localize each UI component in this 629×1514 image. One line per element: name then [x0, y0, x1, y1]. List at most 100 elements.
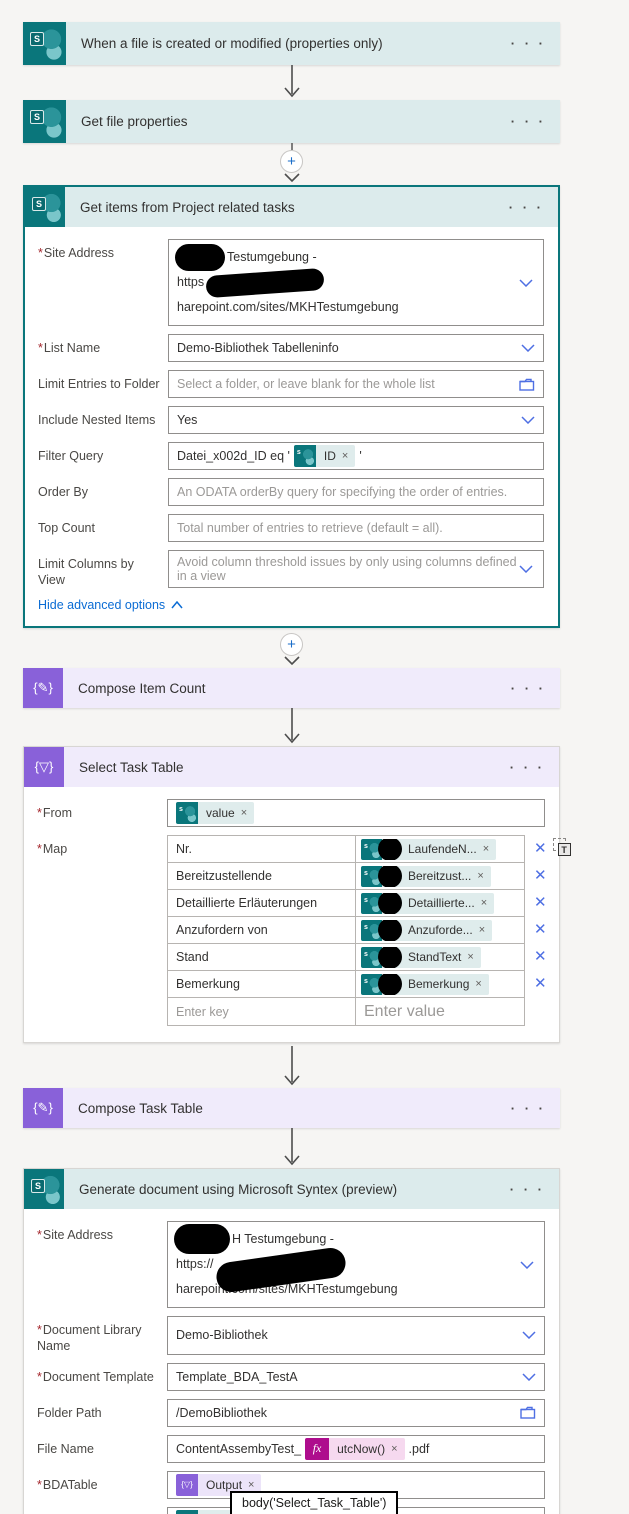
token-remove-button[interactable]: × — [467, 951, 474, 964]
dynamic-content-token-output[interactable]: {▽} Output × — [176, 1473, 262, 1496]
card-title: Compose Task Table — [78, 1100, 203, 1116]
card-menu-button[interactable]: · · · — [508, 199, 544, 215]
chevron-down-icon[interactable] — [521, 344, 535, 352]
map-key-input[interactable]: Bemerkung — [168, 971, 356, 998]
card-generate-header[interactable]: S Generate document using Microsoft Synt… — [24, 1169, 559, 1210]
chevron-down-icon[interactable] — [519, 565, 533, 574]
map-key-input[interactable]: Anzufordern von — [168, 917, 356, 944]
top-count-input[interactable]: Total number of entries to retrieve (def… — [168, 514, 544, 542]
redaction-blob — [205, 267, 325, 298]
dynamic-content-token[interactable]: s Bereitzust... × — [361, 865, 491, 887]
flow-arrow — [283, 1046, 300, 1086]
map-key-input[interactable]: Bereitzustellende — [168, 863, 356, 890]
token-remove-button[interactable]: × — [341, 450, 349, 462]
folder-icon[interactable] — [520, 1406, 536, 1419]
redaction-blob — [378, 919, 402, 941]
dynamic-content-token[interactable]: s Bemerkung × — [361, 973, 489, 995]
insert-step-button[interactable]: + — [280, 633, 303, 657]
card-menu-button[interactable]: · · · — [510, 36, 546, 51]
expression-token-utcnow[interactable]: fx utcNow() × — [305, 1437, 405, 1460]
delete-row-button[interactable]: ✕ — [534, 921, 547, 939]
list-name-dropdown[interactable]: Demo-Bibliothek Tabelleninfo — [168, 334, 544, 362]
delete-row-button[interactable]: ✕ — [534, 867, 547, 885]
delete-row-button[interactable]: ✕ — [534, 948, 547, 966]
redaction-blob — [378, 946, 402, 968]
card-trigger[interactable]: S When a file is created or modified (pr… — [23, 22, 560, 65]
dynamic-content-token[interactable]: s Detaillierte... × — [361, 892, 495, 914]
document-template-dropdown[interactable]: Template_BDA_TestA — [167, 1362, 545, 1391]
field-label-site-address: *Site Address — [38, 246, 115, 260]
delete-row-button[interactable]: ✕ — [534, 840, 547, 858]
order-by-input[interactable]: An ODATA orderBy query for specifying th… — [168, 478, 544, 506]
card-compose-item-count[interactable]: {✎} Compose Item Count · · · — [23, 668, 560, 709]
card-title: When a file is created or modified (prop… — [81, 36, 383, 51]
map-value-input[interactable]: s Bereitzust... × — [356, 863, 524, 889]
limit-columns-dropdown[interactable]: Avoid column threshold issues by only us… — [168, 550, 544, 589]
dynamic-content-token-value[interactable]: s value × — [176, 802, 255, 825]
card-get-file-properties[interactable]: S Get file properties · · · — [23, 100, 560, 143]
delete-row-button[interactable]: ✕ — [534, 894, 547, 912]
hide-advanced-options-link[interactable]: Hide advanced options — [38, 598, 544, 612]
folder-icon[interactable] — [519, 378, 535, 391]
token-remove-button[interactable]: × — [240, 807, 248, 820]
card-menu-button[interactable]: · · · — [509, 1181, 545, 1197]
field-label-folder-path: Folder Path — [37, 1405, 102, 1420]
map-key-input[interactable]: Detaillierte Erläuterungen — [168, 890, 356, 917]
dynamic-content-token[interactable]: s Proje — [176, 1509, 239, 1514]
projektfeld-input[interactable]: s Proje name × body('Select_Task_Table') — [167, 1490, 545, 1514]
map-value-input[interactable]: s Detaillierte... × — [356, 890, 524, 916]
folder-path-input[interactable]: /DemoBibliothek — [167, 1398, 545, 1427]
card-get-items-header[interactable]: S Get items from Project related tasks ·… — [25, 187, 558, 227]
token-remove-button[interactable]: × — [477, 870, 484, 883]
site-address-dropdown[interactable]: Testumgebung - httpsharepoint.com/sites/… — [168, 239, 544, 326]
sharepoint-icon: S — [25, 187, 65, 227]
card-menu-button[interactable]: · · · — [510, 114, 546, 129]
flow-arrow — [283, 1128, 300, 1166]
redaction-blob — [378, 838, 402, 860]
map-value-input[interactable]: s StandText × — [356, 944, 524, 970]
map-key-input-empty[interactable]: Enter key — [168, 998, 356, 1026]
chevron-down-icon[interactable] — [522, 1331, 536, 1340]
delete-row-button[interactable]: ✕ — [534, 975, 547, 993]
switch-to-text-mode-icon[interactable]: T — [552, 838, 571, 857]
filter-query-input[interactable]: Datei_x002d_ID eq ' s ID × ' — [168, 442, 544, 470]
token-remove-button[interactable]: × — [478, 924, 486, 937]
token-remove-button[interactable]: × — [391, 1442, 398, 1455]
card-menu-button[interactable]: · · · — [509, 759, 545, 775]
limit-entries-input[interactable]: Select a folder, or leave blank for the … — [168, 370, 544, 398]
chevron-down-icon[interactable] — [521, 416, 535, 424]
field-label-document-library: *Document Library Name — [37, 1323, 142, 1353]
insert-step-button[interactable]: + — [280, 150, 303, 173]
map-value-input-empty[interactable]: Enter value — [364, 1002, 445, 1020]
map-key-input[interactable]: Stand — [168, 944, 356, 971]
file-name-input[interactable]: ContentAssembyTest_ fx utcNow() × .pdf — [167, 1434, 545, 1463]
card-select-header[interactable]: {▽} Select Task Table · · · — [24, 747, 559, 788]
map-key-input[interactable]: Nr. — [168, 836, 356, 863]
document-library-dropdown[interactable]: Demo-Bibliothek — [167, 1316, 545, 1355]
chevron-down-icon[interactable] — [522, 1372, 536, 1381]
token-remove-button[interactable]: × — [475, 978, 482, 991]
field-label-include-nested: Include Nested Items — [38, 413, 156, 427]
field-label-file-name: File Name — [37, 1441, 94, 1456]
from-input[interactable]: s value × — [167, 799, 545, 828]
map-value-input[interactable]: s Anzuforde... × — [356, 917, 524, 943]
field-label-filter-query: Filter Query — [38, 449, 104, 463]
dynamic-content-token[interactable]: s StandText × — [361, 946, 481, 968]
token-remove-button[interactable]: × — [482, 843, 490, 856]
include-nested-dropdown[interactable]: Yes — [168, 406, 544, 434]
map-value-input[interactable]: s LaufendeN... × — [356, 836, 524, 862]
dynamic-content-token[interactable]: s LaufendeN... × — [361, 838, 497, 860]
site-address-dropdown[interactable]: H Testumgebung - https://harepoint.com/s… — [167, 1221, 545, 1309]
card-compose-task-table[interactable]: {✎} Compose Task Table · · · — [23, 1088, 560, 1129]
card-menu-button[interactable]: · · · — [510, 680, 546, 696]
token-remove-button[interactable]: × — [248, 1478, 255, 1491]
flow-connector: + — [23, 633, 560, 666]
chevron-down-icon[interactable] — [519, 278, 533, 287]
card-title: Select Task Table — [79, 759, 184, 775]
token-remove-button[interactable]: × — [480, 897, 488, 910]
dynamic-content-token[interactable]: s Anzuforde... × — [361, 919, 493, 941]
map-value-input[interactable]: s Bemerkung × — [356, 971, 524, 997]
dynamic-content-token-id[interactable]: s ID × — [293, 445, 356, 467]
chevron-down-icon[interactable] — [520, 1261, 534, 1269]
card-menu-button[interactable]: · · · — [510, 1100, 546, 1116]
